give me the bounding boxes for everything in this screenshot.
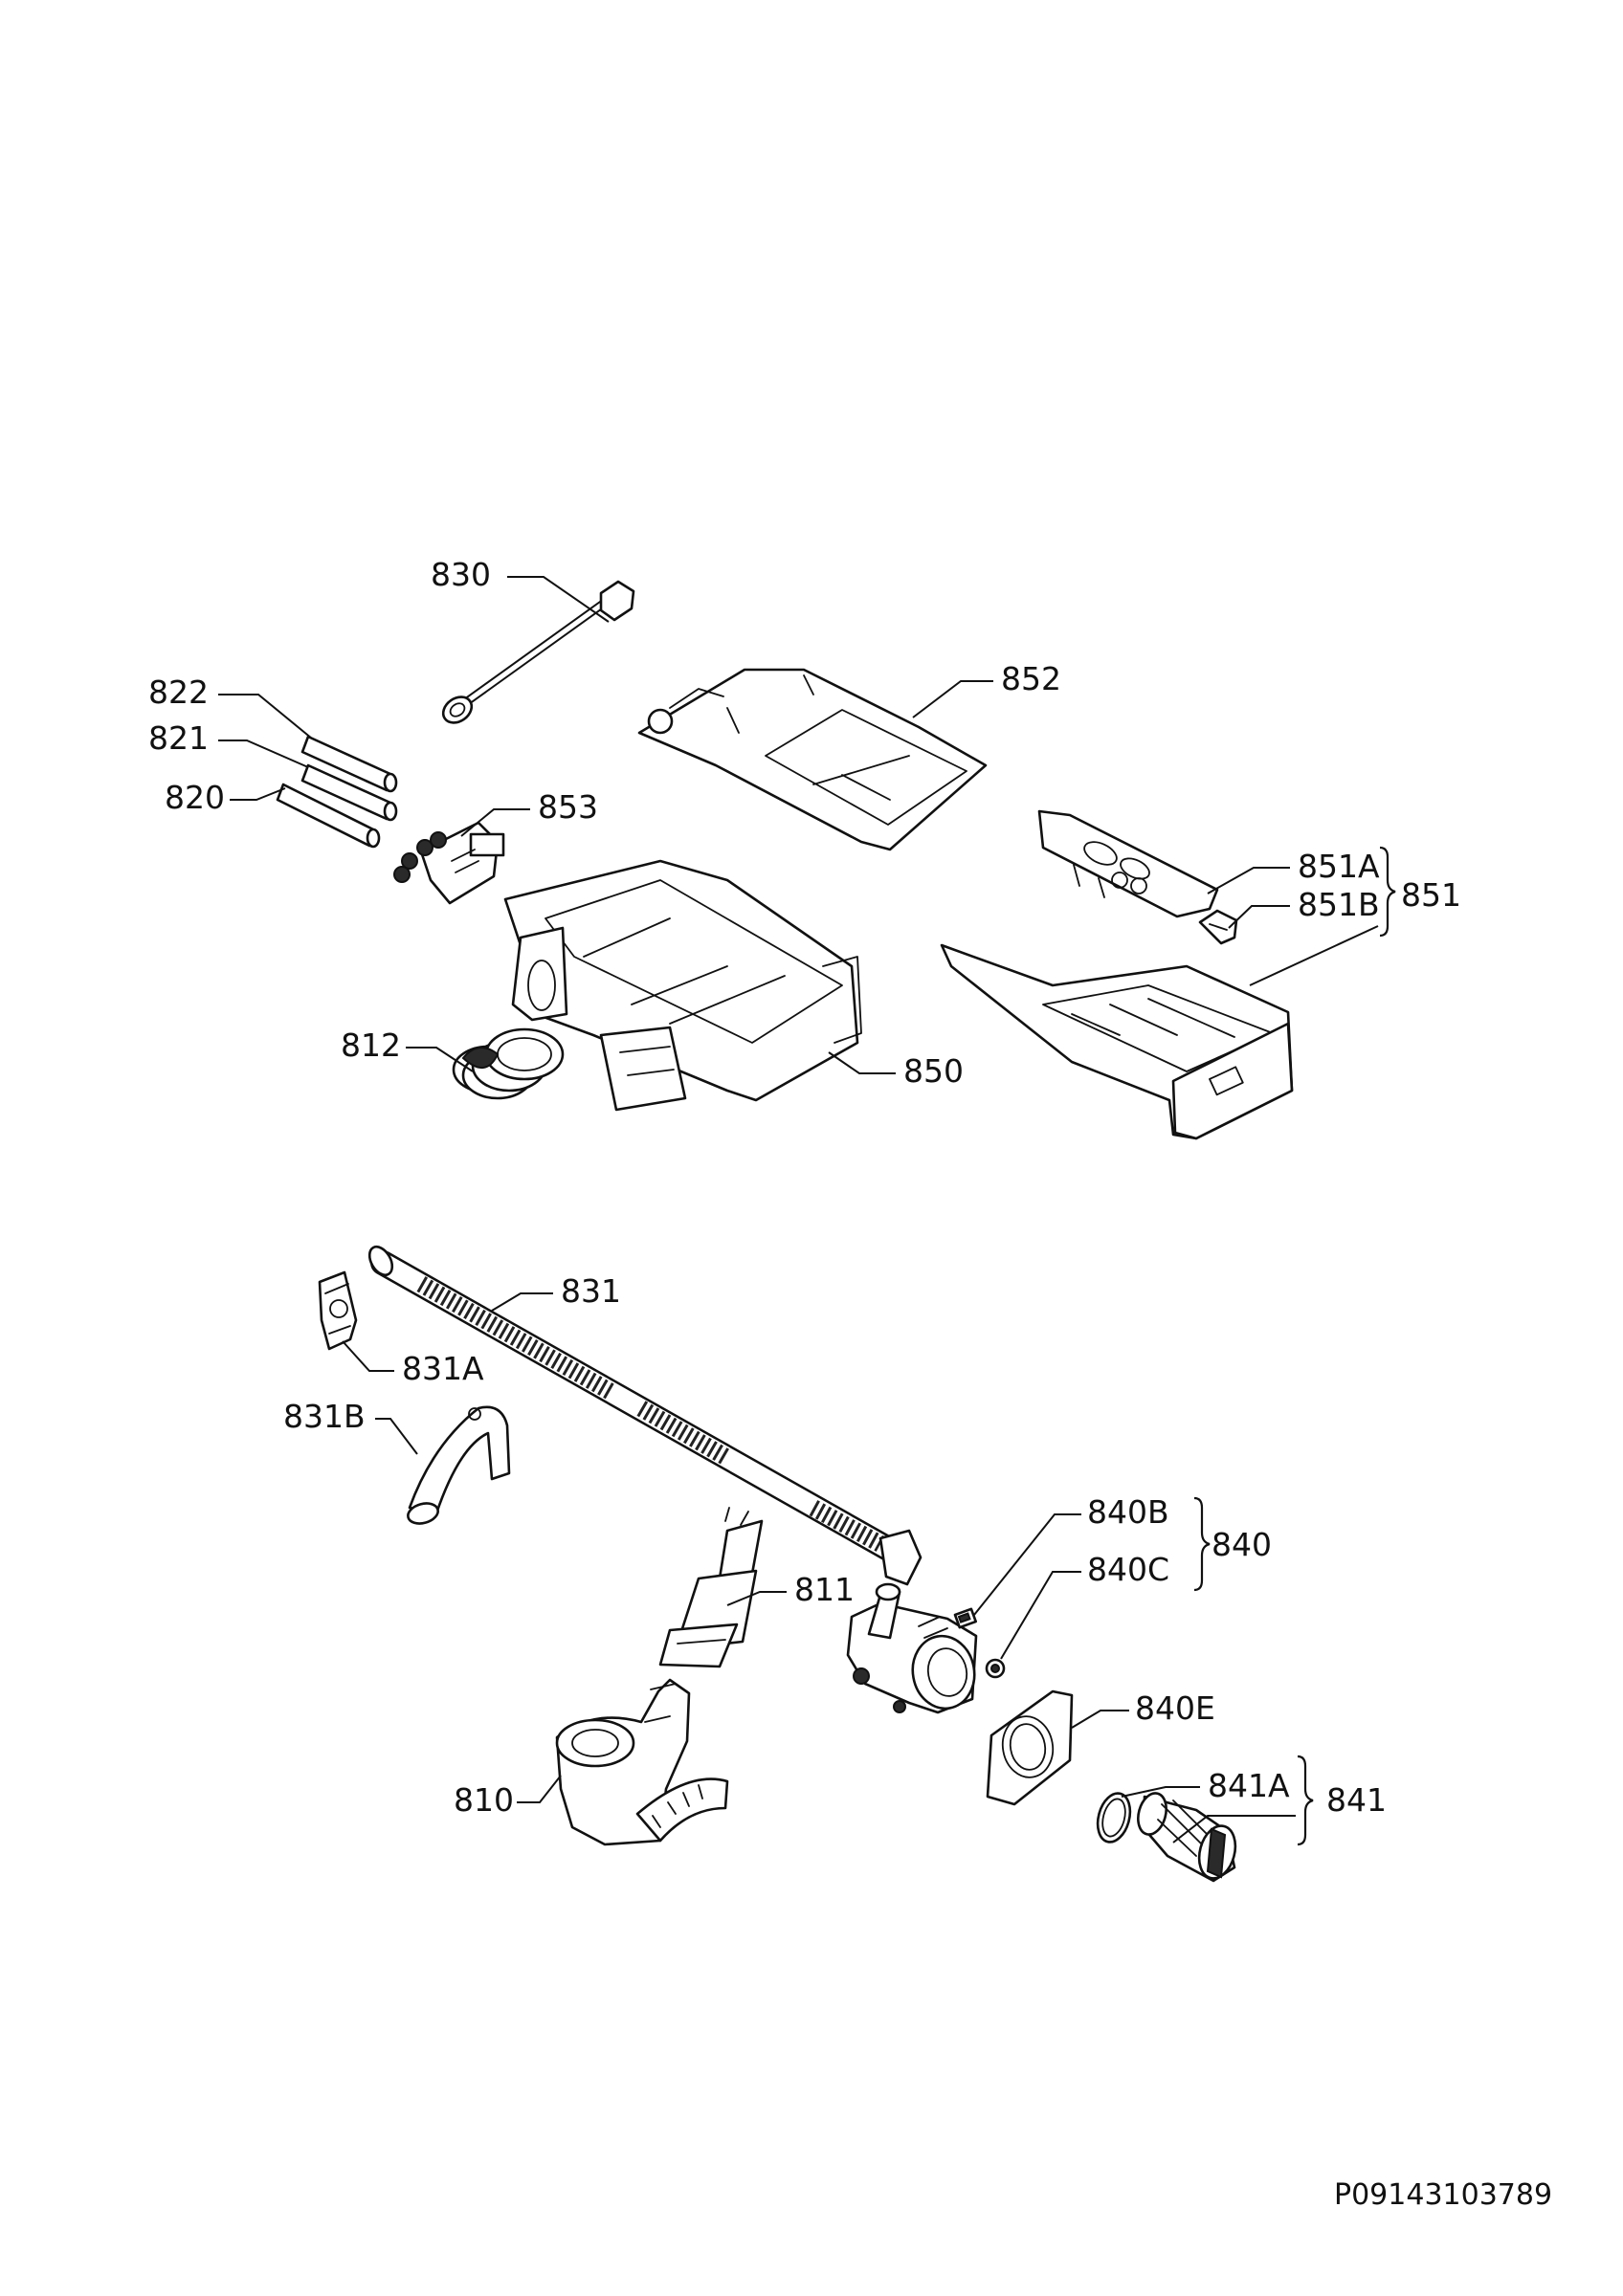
- leader-820: [230, 787, 286, 801]
- label-811: 811: [794, 1571, 855, 1608]
- part-851A-drawer-handle: [1037, 809, 1219, 918]
- label-852: 852: [1001, 660, 1061, 697]
- brace-841: [1297, 1755, 1314, 1846]
- leader-850: [828, 1051, 896, 1074]
- part-840E-pump-gasket: [986, 1689, 1074, 1806]
- part-831B-hose-hook: [407, 1405, 511, 1525]
- brace-840: [1193, 1496, 1211, 1592]
- label-810: 810: [454, 1781, 514, 1819]
- part-840-drain-pump: [846, 1582, 978, 1714]
- parts-820-821-822-tubes: [276, 735, 398, 849]
- leader-840C: [1000, 1571, 1081, 1660]
- leader-810: [517, 1775, 562, 1803]
- label-831B: 831B: [283, 1398, 366, 1435]
- label-821: 821: [148, 719, 209, 757]
- leader-840B: [973, 1513, 1081, 1616]
- leader-831A: [342, 1340, 394, 1372]
- leader-841: [1172, 1815, 1296, 1843]
- leader-851A: [1207, 867, 1290, 894]
- label-850: 850: [903, 1052, 964, 1090]
- leader-830: [507, 576, 610, 623]
- label-830: 830: [431, 556, 491, 593]
- leader-853: [460, 808, 530, 837]
- brace-851: [1379, 846, 1396, 938]
- document-code: P09143103789: [1334, 2178, 1552, 2212]
- label-820: 820: [165, 779, 225, 816]
- label-831: 831: [561, 1272, 621, 1310]
- leader-821: [218, 740, 309, 768]
- part-811-connector-hose: [658, 1507, 764, 1668]
- part-851-dispenser-drawer: [940, 943, 1294, 1140]
- part-852-dispenser-cover: [637, 668, 988, 851]
- part-840C-pump-nut: [985, 1658, 1006, 1679]
- label-822: 822: [148, 673, 209, 711]
- leader-811: [726, 1591, 787, 1606]
- label-841A: 841A: [1208, 1767, 1290, 1804]
- leader-831: [491, 1292, 553, 1312]
- leader-852: [912, 680, 993, 718]
- label-853: 853: [538, 788, 598, 826]
- label-840E: 840E: [1135, 1689, 1215, 1727]
- label-851B: 851B: [1298, 886, 1380, 923]
- label-841: 841: [1326, 1781, 1387, 1819]
- part-812-bellow: [452, 1027, 565, 1100]
- label-840B: 840B: [1087, 1493, 1169, 1531]
- label-851A: 851A: [1298, 848, 1380, 885]
- part-810-sump: [555, 1678, 729, 1846]
- part-850-dispenser-housing: [503, 859, 862, 1112]
- part-831-drain-hose: [367, 1245, 923, 1586]
- leader-822: [218, 694, 313, 740]
- leader-831B: [375, 1418, 418, 1455]
- leader-840E: [1071, 1710, 1129, 1729]
- label-840: 840: [1212, 1526, 1272, 1563]
- part-830-inlet-hose: [441, 580, 635, 724]
- leader-851: [1249, 925, 1379, 986]
- part-840B-pump-connector: [953, 1607, 978, 1629]
- leader-812: [406, 1047, 474, 1072]
- label-812: 812: [341, 1027, 401, 1064]
- part-851B-siphon-cap: [1198, 909, 1238, 945]
- part-841A-filter-seal: [1096, 1792, 1132, 1843]
- leader-841A: [1121, 1786, 1200, 1798]
- part-853-inlet-valve: [393, 821, 505, 905]
- label-851: 851: [1401, 876, 1461, 914]
- leader-851B: [1228, 905, 1290, 929]
- label-831A: 831A: [402, 1350, 484, 1387]
- part-841-drain-filter: [1137, 1792, 1237, 1883]
- label-840C: 840C: [1087, 1551, 1169, 1588]
- part-831A-hose-bracket: [318, 1270, 358, 1351]
